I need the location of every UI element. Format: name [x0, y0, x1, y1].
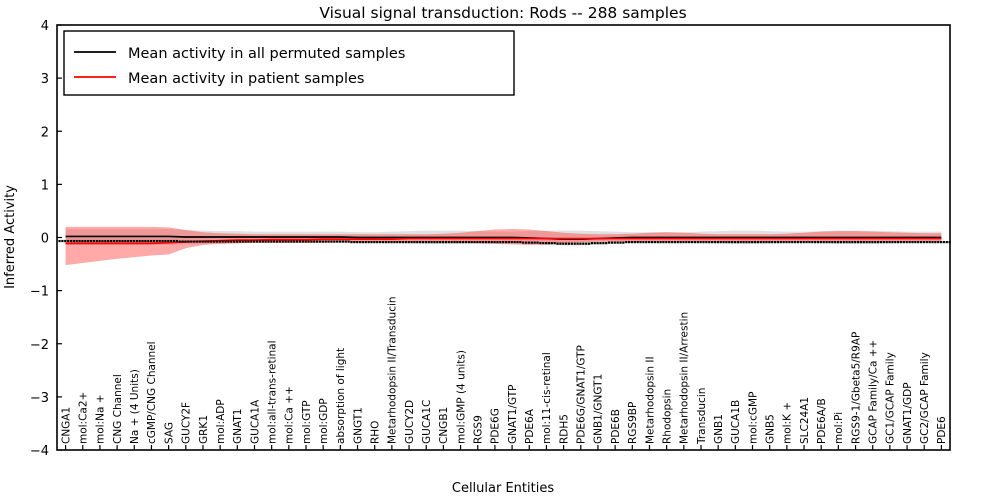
x-tick-label[interactable]: GUCY2D	[404, 400, 416, 444]
x-tick-label[interactable]: GNAT1/GDP	[902, 382, 914, 444]
x-tick-label[interactable]: SLC24A1	[799, 397, 811, 444]
x-tick-label[interactable]: Na + (4 Units)	[129, 369, 141, 444]
x-tick-label[interactable]: GNB5	[764, 414, 776, 444]
x-tick-label[interactable]: PDE6B	[610, 409, 622, 444]
legend-label: Mean activity in all permuted samples	[128, 46, 405, 62]
y-tick-label: 4	[41, 19, 49, 34]
x-tick-label[interactable]: CNGB1	[438, 407, 450, 444]
y-tick-label: −3	[30, 391, 49, 406]
x-axis-label: Cellular Entities	[452, 481, 554, 496]
x-tick-label[interactable]: GNAT1/GTP	[507, 385, 519, 445]
x-tick-label[interactable]: Metarhodopsin II	[644, 356, 656, 444]
x-tick-label[interactable]: mol:Ca ++	[284, 386, 296, 444]
x-tick-label[interactable]: PDE6A	[524, 408, 536, 444]
x-tick-label[interactable]: PDE6G	[490, 408, 502, 444]
permuted-marker-dots	[58, 239, 951, 245]
y-axis-ticks: −4 −3 −2 −1 0 1 2 3 4	[30, 19, 62, 459]
x-tick-label[interactable]: GCAP Family/Ca ++	[868, 340, 880, 444]
x-tick-label[interactable]: RGS9-1/Gbeta5/R9AP	[850, 332, 862, 444]
x-axis-ticks: CNGA1 mol:Ca2+ mol:Na + CNG Channel Na + (4 …	[60, 296, 948, 450]
x-tick-label[interactable]: RDH5	[558, 414, 570, 444]
x-tick-label[interactable]: mol:Na +	[95, 394, 107, 444]
legend-box	[63, 30, 515, 96]
x-tick-label[interactable]: mol:11-cis-retinal	[541, 352, 553, 444]
y-axis-label: Inferred Activity	[3, 185, 18, 289]
x-tick-label[interactable]: PDE6	[936, 416, 948, 444]
x-tick-label[interactable]: GUCA1A	[249, 399, 261, 444]
y-tick-label: 3	[41, 72, 49, 87]
x-tick-label[interactable]: RHO	[370, 421, 382, 444]
x-tick-label[interactable]: cGMP/CNG Channel	[146, 341, 158, 444]
x-tick-label[interactable]: mol:cGMP	[747, 392, 759, 444]
y-tick-label: 1	[41, 178, 49, 193]
x-tick-label[interactable]: GNGT1	[352, 407, 364, 444]
y-tick-label: −4	[30, 444, 49, 459]
x-tick-label[interactable]: Metarhodopsin II/Arrestin	[679, 312, 691, 444]
x-tick-label[interactable]: GNAT1	[232, 409, 244, 444]
x-tick-label[interactable]: Metarhodopsin II/Transducin	[387, 296, 399, 444]
x-tick-label[interactable]: mol:GMP (4 units)	[455, 350, 467, 444]
x-tick-label[interactable]: GRK1	[198, 415, 210, 444]
x-tick-label[interactable]: PDE6A/B	[816, 398, 828, 444]
x-tick-label[interactable]: mol:all-trans-retinal	[266, 340, 278, 444]
y-tick-label: −1	[30, 285, 49, 300]
x-tick-label[interactable]: CNGA1	[60, 407, 72, 444]
x-tick-label[interactable]: mol:ADP	[215, 399, 227, 444]
x-tick-label[interactable]: RGS9	[473, 415, 485, 444]
series-line-layer	[58, 235, 951, 245]
x-tick-label[interactable]: PDE6G/GNAT1/GTP	[576, 345, 588, 444]
x-tick-label[interactable]: absorption of light	[335, 348, 347, 444]
x-tick-label[interactable]: mol:GDP	[318, 398, 330, 444]
x-tick-label[interactable]: GC1/GCAP Family	[885, 352, 897, 444]
series-line-permuted	[65, 235, 942, 240]
legend-label: Mean activity in patient samples	[128, 71, 364, 87]
x-tick-label[interactable]: RGS9BP	[627, 402, 639, 444]
x-tick-label[interactable]: mol:GTP	[301, 400, 313, 444]
x-tick-label[interactable]: GUCA1C	[421, 400, 433, 444]
chart-legend[interactable]: Mean activity in all permuted samplesMea…	[63, 30, 515, 96]
x-tick-label[interactable]: Transducin	[696, 388, 708, 445]
x-tick-label[interactable]: mol:Pi	[833, 412, 845, 444]
x-tick-label[interactable]: Rhodopsin	[661, 389, 673, 444]
x-tick-label[interactable]: mol:Ca2+	[78, 392, 90, 444]
y-tick-label: −2	[30, 338, 49, 353]
x-tick-label[interactable]: GUCY2F	[181, 402, 193, 444]
x-tick-label[interactable]: GNB1	[713, 414, 725, 444]
x-tick-label[interactable]: CNG Channel	[112, 374, 124, 444]
y-tick-label: 0	[41, 232, 49, 247]
x-tick-label[interactable]: mol:K +	[782, 402, 794, 444]
chart-title: Visual signal transduction: Rods -- 288 …	[319, 4, 686, 22]
x-tick-label[interactable]: GC2/GCAP Family	[919, 352, 931, 444]
y-tick-label: 2	[41, 125, 49, 140]
x-tick-label[interactable]: GNB1/GNGT1	[593, 374, 605, 444]
x-tick-label[interactable]: SAG	[163, 422, 175, 444]
x-tick-label[interactable]: GUCA1B	[730, 400, 742, 444]
